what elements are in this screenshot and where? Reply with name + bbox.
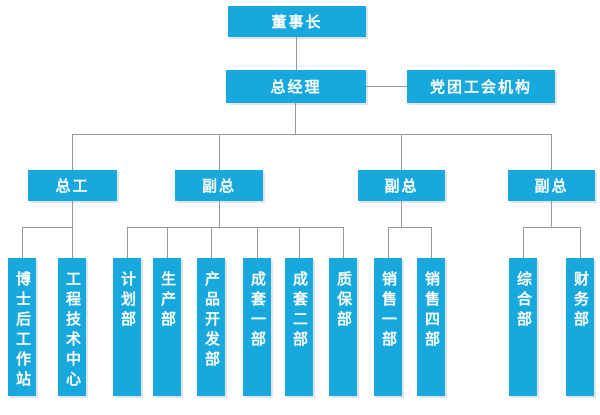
org-node-general-manager: 总经理	[226, 70, 366, 103]
connector-line	[299, 227, 300, 258]
connector-line	[257, 227, 258, 258]
connector-line	[296, 37, 297, 70]
org-node-chairman: 董事长	[228, 6, 366, 37]
org-node-chief-engineer: 总工	[28, 170, 117, 201]
org-node-dept-planning: 计划部	[113, 258, 141, 396]
connector-line	[401, 134, 402, 170]
org-node-dept-product-dev: 产品开发部	[197, 258, 225, 396]
org-node-deputy-gm-3: 副总	[508, 170, 595, 201]
org-node-dept-complete-sets-1: 成套一部	[243, 258, 271, 396]
connector-line	[219, 134, 220, 170]
org-node-deputy-gm-2: 副总	[358, 170, 445, 201]
connector-line	[127, 227, 344, 228]
connector-line	[219, 201, 220, 227]
connector-line	[388, 227, 432, 228]
connector-line	[551, 134, 552, 170]
connector-line	[401, 201, 402, 227]
connector-line	[295, 103, 296, 134]
connector-line	[580, 227, 581, 258]
connector-line	[343, 227, 344, 258]
org-node-dept-quality-assurance: 质保部	[329, 258, 357, 396]
connector-line	[431, 227, 432, 258]
connector-line	[72, 201, 73, 227]
org-node-dept-complete-sets-2: 成套二部	[285, 258, 313, 396]
org-node-dept-production: 生产部	[153, 258, 181, 396]
connector-line	[72, 227, 73, 258]
org-node-dept-engineering-center: 工程技术中心	[58, 258, 86, 396]
org-node-dept-postdoc-station: 博士后工作站	[8, 258, 36, 396]
connector-line	[167, 227, 168, 258]
org-node-dept-sales-1: 销售一部	[374, 258, 402, 396]
connector-line	[523, 227, 524, 258]
connector-line	[211, 227, 212, 258]
connector-line	[366, 86, 407, 87]
org-node-dept-general-affairs: 综合部	[509, 258, 537, 396]
connector-line	[72, 134, 552, 135]
connector-line	[551, 201, 552, 227]
connector-line	[388, 227, 389, 258]
connector-line	[72, 134, 73, 170]
connector-line	[523, 227, 581, 228]
connector-line	[22, 227, 73, 228]
org-node-deputy-gm-1: 副总	[175, 170, 263, 201]
org-node-party-union-org: 党团工会机构	[407, 70, 555, 103]
connector-line	[127, 227, 128, 258]
org-node-dept-sales-4: 销售四部	[417, 258, 445, 396]
org-node-dept-finance: 财务部	[566, 258, 594, 396]
connector-line	[22, 227, 23, 258]
